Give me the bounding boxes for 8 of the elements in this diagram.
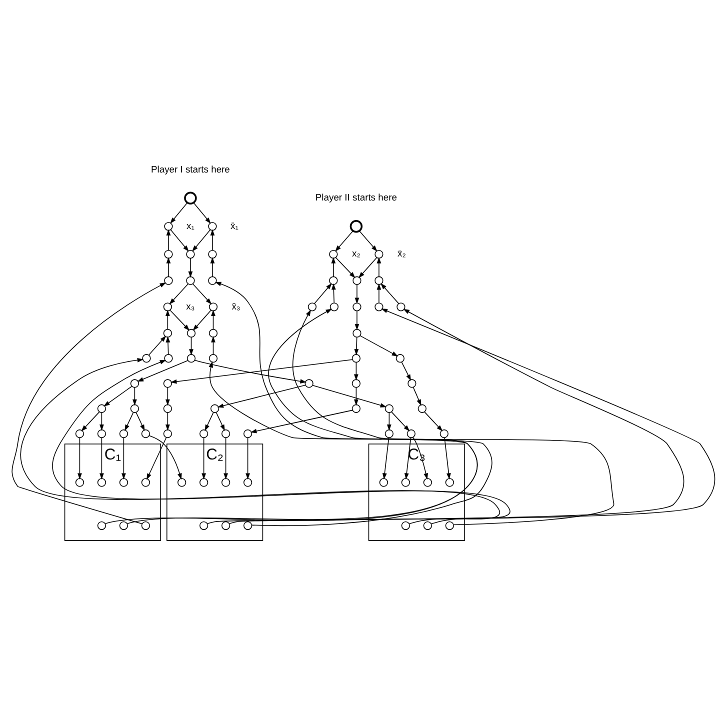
node-label: x₂ — [352, 248, 360, 259]
node-label: Player II starts here — [315, 192, 397, 203]
node-label: x̄₂ — [398, 248, 406, 259]
node-label: x₃ — [186, 300, 195, 312]
node-label: x̄₃ — [232, 300, 240, 312]
node-label: Player I starts here — [150, 164, 230, 175]
node-label: x₁ — [186, 220, 194, 231]
node-label: x̄₁ — [230, 220, 238, 231]
